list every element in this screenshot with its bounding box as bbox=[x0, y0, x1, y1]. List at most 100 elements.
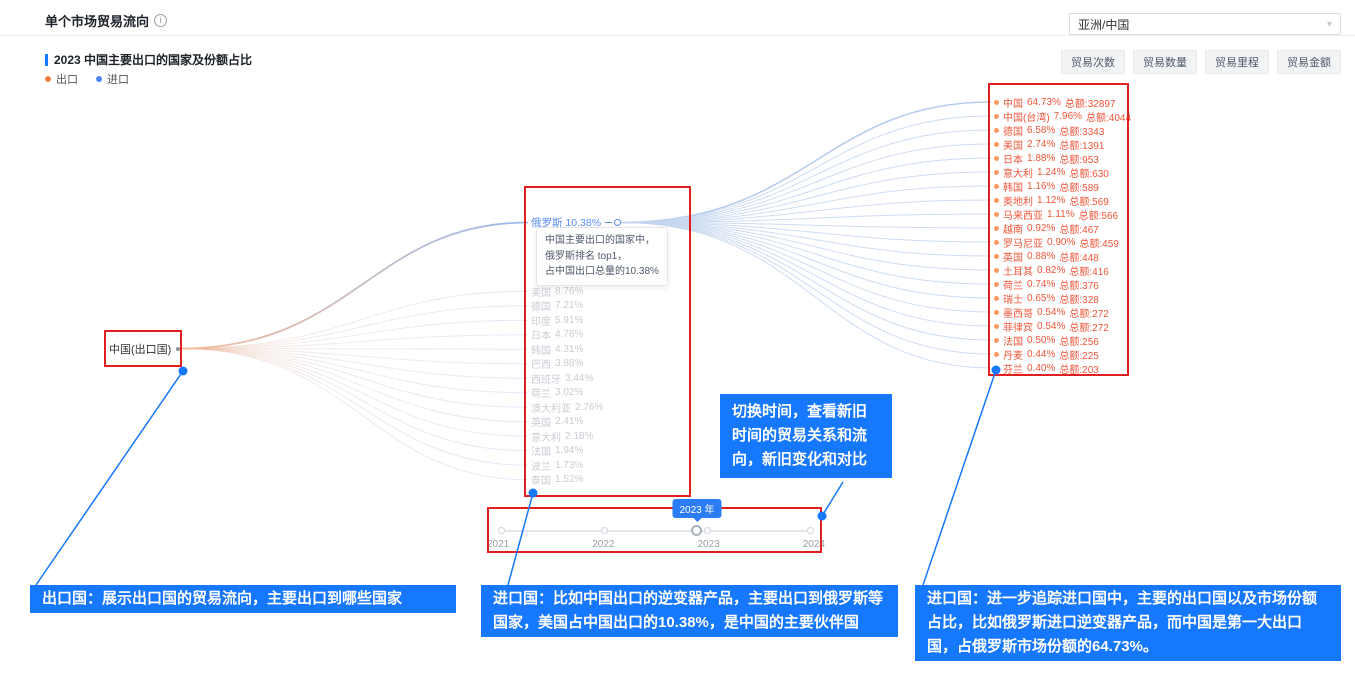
country-share: 1.94% bbox=[555, 445, 584, 457]
country-dot-icon bbox=[994, 211, 999, 217]
year-label[interactable]: 2024 bbox=[802, 539, 825, 550]
country-share: 2.18% bbox=[565, 430, 594, 442]
year-label[interactable]: 2022 bbox=[592, 539, 615, 550]
country-share: 5.91% bbox=[555, 314, 584, 326]
country-total: 总额:953 bbox=[1059, 154, 1099, 166]
tooltip-line-2: 俄罗斯排名 top1， bbox=[545, 250, 628, 262]
country-name: 芬兰 bbox=[1003, 364, 1023, 376]
chevron-down-icon: ▾ bbox=[1326, 18, 1332, 30]
mid-country-row[interactable]: 澳大利亚 2.76% bbox=[531, 400, 603, 415]
import-source-row[interactable]: 荷兰 0.74% 总额:376 bbox=[994, 277, 1131, 292]
import-source-row[interactable]: 马来西亚 1.11% 总额:566 bbox=[994, 207, 1131, 222]
country-total: 总额:459 bbox=[1079, 238, 1119, 250]
country-name: 美国 bbox=[531, 287, 551, 299]
mid-country-row[interactable]: 美国 8.76% bbox=[531, 284, 603, 299]
import-source-row[interactable]: 德国 6.58% 总额:3343 bbox=[994, 123, 1131, 138]
import-source-row[interactable]: 墨西哥 0.54% 总额:272 bbox=[994, 305, 1131, 320]
mid-country-row[interactable]: 韩国 4.31% bbox=[531, 342, 603, 357]
import-source-row[interactable]: 意大利 1.24% 总额:630 bbox=[994, 165, 1131, 180]
import-source-row[interactable]: 英国 0.88% 总额:448 bbox=[994, 249, 1131, 264]
country-name: 罗马尼亚 bbox=[1003, 238, 1043, 250]
header-divider bbox=[0, 35, 1355, 36]
country-total: 总额:376 bbox=[1059, 280, 1099, 292]
tooltip-line-1: 中国主要出口的国家中， bbox=[545, 235, 655, 246]
country-name: 印度 bbox=[531, 316, 551, 328]
mid-country-row[interactable]: 荷兰 3.02% bbox=[531, 386, 603, 401]
metric-tab[interactable]: 贸易数量 bbox=[1133, 50, 1197, 74]
country-share: 8.76% bbox=[555, 285, 584, 297]
country-dot-icon bbox=[994, 267, 999, 273]
country-total: 总额:1391 bbox=[1059, 140, 1105, 152]
mid-country-row[interactable]: 印度 5.91% bbox=[531, 313, 603, 328]
legend-item-import[interactable]: 进口 bbox=[96, 71, 129, 87]
region-select[interactable]: 亚洲/中国 ▾ bbox=[1069, 13, 1341, 35]
import-source-row[interactable]: 芬兰 0.40% 总额:203 bbox=[994, 361, 1131, 376]
import-source-row[interactable]: 奥地利 1.12% 总额:569 bbox=[994, 193, 1131, 208]
country-name: 意大利 bbox=[1003, 168, 1033, 180]
time-slider-handle[interactable] bbox=[691, 525, 702, 536]
country-total: 总额:328 bbox=[1059, 294, 1099, 306]
country-name: 荷兰 bbox=[531, 389, 551, 401]
country-share: 0.74% bbox=[1027, 278, 1056, 290]
mid-highlight-row[interactable]: 俄罗斯 10.38% bbox=[531, 215, 622, 230]
import-source-row[interactable]: 韩国 1.16% 总额:589 bbox=[994, 179, 1131, 194]
country-share: 1.11% bbox=[1047, 208, 1075, 220]
tick-dot bbox=[601, 527, 608, 534]
mid-country-row[interactable]: 泰国 1.52% bbox=[531, 473, 603, 487]
import-source-row[interactable]: 菲律宾 0.54% 总额:272 bbox=[994, 319, 1131, 334]
import-source-row[interactable]: 中国(台湾) 7.96% 总额:4044 bbox=[994, 109, 1131, 124]
import-source-row[interactable]: 越南 0.92% 总额:467 bbox=[994, 221, 1131, 236]
import-source-row[interactable]: 土耳其 0.82% 总额:416 bbox=[994, 263, 1131, 278]
import-source-row[interactable]: 中国 64.73% 总额:32897 bbox=[994, 95, 1131, 110]
legend-item-export[interactable]: 出口 bbox=[45, 71, 78, 87]
year-label[interactable]: 2021 bbox=[487, 539, 510, 550]
year-label[interactable]: 2023 bbox=[697, 539, 720, 550]
country-name: 瑞士 bbox=[1003, 294, 1023, 306]
country-dot-icon bbox=[994, 295, 999, 301]
country-total: 总额:225 bbox=[1059, 350, 1099, 362]
mid-country-row[interactable]: 德国 7.21% bbox=[531, 299, 603, 313]
country-name: 美国 bbox=[1003, 140, 1023, 152]
source-node-dot bbox=[176, 346, 181, 351]
annotation-import-note: 进口国：比如中国出口的逆变器产品，主要出口到俄罗斯等国家，美国占中国出口的10.… bbox=[481, 585, 898, 637]
mid-country-row[interactable]: 意大利 2.18% bbox=[531, 429, 603, 444]
country-total: 总额:467 bbox=[1059, 224, 1099, 236]
time-slider-rail[interactable] bbox=[500, 530, 812, 532]
source-node[interactable]: 中国(出口国) bbox=[109, 340, 181, 357]
section-title: 2023 中国主要出口的国家及份额占比 bbox=[45, 51, 252, 68]
country-name: 德国 bbox=[1003, 126, 1023, 138]
import-source-row[interactable]: 罗马尼亚 0.90% 总额:459 bbox=[994, 235, 1131, 250]
info-circle-icon[interactable]: i bbox=[154, 14, 168, 27]
time-slider-year-labels: 2021 2022 2023 2024 bbox=[487, 539, 825, 550]
mid-country-row[interactable]: 英国 2.41% bbox=[531, 415, 603, 429]
import-source-row[interactable]: 法国 0.50% 总额:256 bbox=[994, 333, 1131, 348]
region-select-value: 亚洲/中国 bbox=[1078, 17, 1130, 32]
metric-tab[interactable]: 贸易金额 bbox=[1277, 50, 1341, 74]
mid-country-row[interactable]: 法国 1.94% bbox=[531, 444, 603, 458]
mid-country-row[interactable]: 巴西 3.88% bbox=[531, 357, 603, 371]
page-title-text: 单个市场贸易流向 bbox=[45, 14, 150, 29]
time-slider-ticks bbox=[498, 527, 814, 534]
country-name: 马来西亚 bbox=[1003, 210, 1043, 222]
metric-tab[interactable]: 贸易次数 bbox=[1061, 50, 1125, 74]
import-source-row[interactable]: 瑞士 0.65% 总额:328 bbox=[994, 291, 1131, 306]
country-dot-icon bbox=[994, 281, 999, 287]
metric-tab[interactable]: 贸易里程 bbox=[1205, 50, 1269, 74]
country-share: 0.88% bbox=[1027, 250, 1056, 262]
country-total: 总额:272 bbox=[1069, 308, 1109, 320]
tooltip-line-3: 占中国出口总量的10.38% bbox=[545, 266, 659, 277]
country-share: 0.50% bbox=[1027, 334, 1056, 346]
mid-country-row[interactable]: 日本 4.76% bbox=[531, 328, 603, 342]
mid-country-row[interactable]: 西班牙 3.44% bbox=[531, 371, 603, 386]
country-dot-icon bbox=[994, 99, 999, 105]
import-source-row[interactable]: 美国 2.74% 总额:1391 bbox=[994, 137, 1131, 152]
country-share: 0.54% bbox=[1037, 306, 1066, 318]
country-share: 2.76% bbox=[575, 401, 604, 413]
country-name: 菲律宾 bbox=[1003, 322, 1033, 334]
country-total: 总额:569 bbox=[1069, 196, 1109, 208]
country-name: 丹麦 bbox=[1003, 350, 1023, 362]
mid-country-row[interactable]: 波兰 1.73% bbox=[531, 458, 603, 473]
import-source-row[interactable]: 日本 1.88% 总额:953 bbox=[994, 151, 1131, 166]
import-source-row[interactable]: 丹麦 0.44% 总额:225 bbox=[994, 347, 1131, 362]
